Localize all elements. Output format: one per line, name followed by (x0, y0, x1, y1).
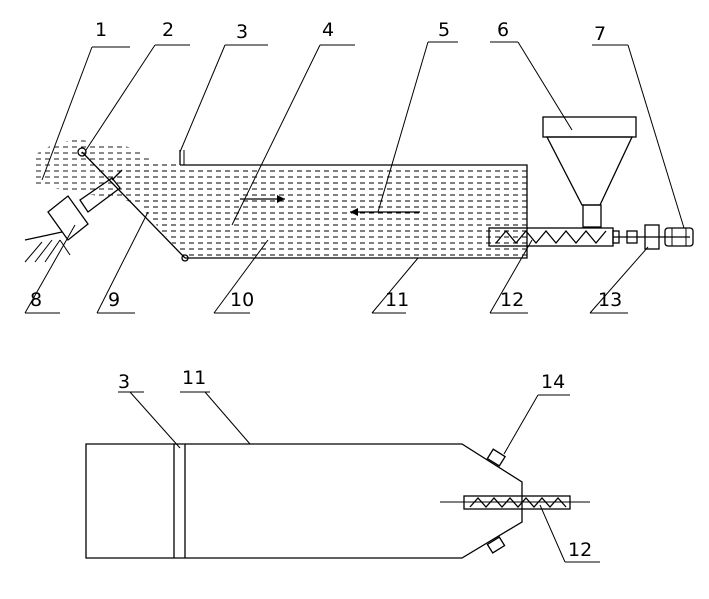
label-9: 9 (108, 289, 120, 311)
label-1: 1 (95, 19, 107, 41)
label-13: 13 (598, 289, 622, 311)
label-6: 6 (497, 19, 509, 41)
label-7: 7 (594, 23, 606, 45)
screw-conveyor (488, 224, 694, 250)
plan-screw-conveyor (440, 495, 590, 510)
side-view: 1 2 3 4 5 6 7 8 9 10 11 12 13 (24, 19, 694, 314)
label-10: 10 (230, 289, 254, 311)
nozzle-upper (486, 448, 507, 467)
plan-label-12: 12 (568, 539, 592, 561)
plan-label-11: 11 (182, 367, 206, 389)
ramp-bottom-pivot (181, 254, 189, 262)
pond-water-fill (35, 140, 150, 205)
plan-view: 3 11 14 12 (85, 367, 600, 563)
tank-body-outline (180, 164, 528, 259)
callouts-bottom (118, 391, 600, 563)
sloped-ramp (81, 151, 186, 259)
label-8: 8 (30, 289, 42, 311)
plan-label-14: 14 (541, 371, 565, 393)
plan-outline (85, 443, 523, 559)
label-5: 5 (438, 19, 450, 41)
plan-label-3: 3 (118, 371, 130, 393)
feed-hopper (542, 116, 637, 228)
label-3: 3 (236, 21, 248, 43)
nozzle-lower (486, 536, 506, 554)
label-4: 4 (322, 19, 334, 41)
callouts-top (24, 41, 685, 314)
label-2: 2 (162, 19, 174, 41)
label-12: 12 (500, 289, 524, 311)
hydraulic-cylinder (24, 169, 123, 263)
tank-liquid-fill (100, 160, 527, 258)
ramp-top-pivot (77, 147, 87, 157)
flow-arrow-right-head (277, 195, 285, 203)
flow-arrow-left-head (350, 208, 358, 216)
label-11: 11 (385, 289, 409, 311)
